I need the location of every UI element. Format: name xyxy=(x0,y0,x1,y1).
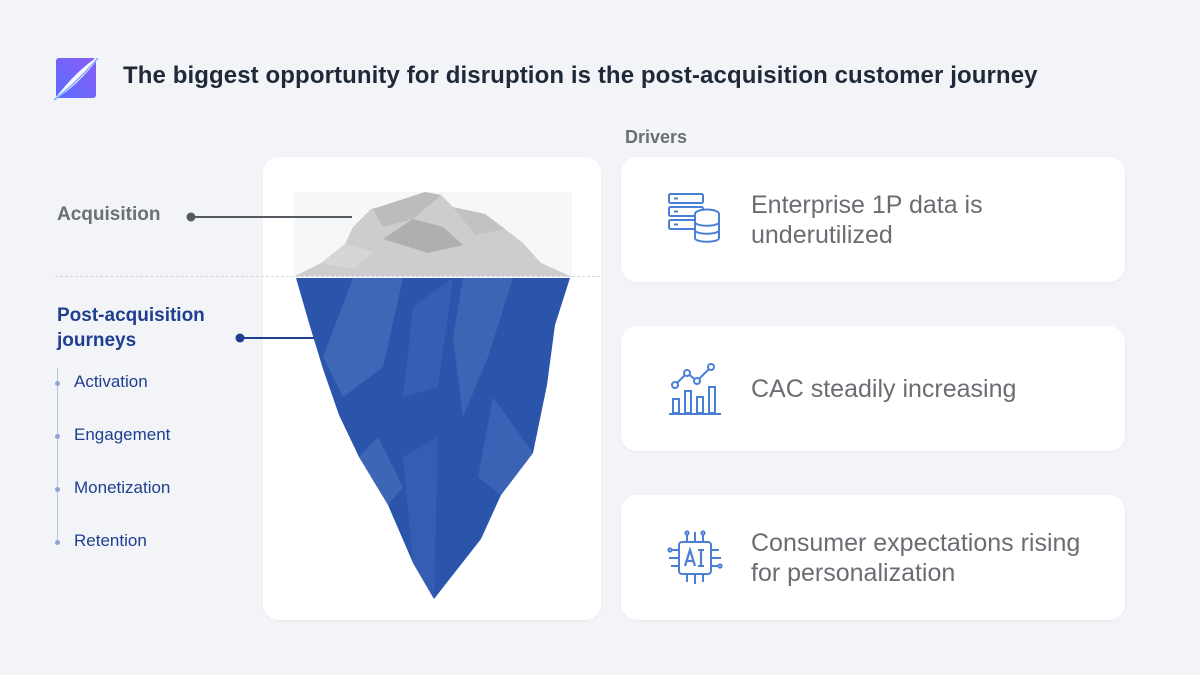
stage-bullet xyxy=(55,434,60,439)
stage-bullet xyxy=(55,540,60,545)
driver-text: CAC steadily increasing xyxy=(751,374,1017,403)
stage-label: Monetization xyxy=(74,478,171,497)
feather-logo-icon xyxy=(53,55,100,101)
stage-list-line xyxy=(57,368,58,544)
driver-card-cac: CAC steadily increasing xyxy=(621,326,1125,451)
acquisition-label: Acquisition xyxy=(57,204,161,225)
stage-label: Activation xyxy=(74,372,148,391)
driver-card-data: Enterprise 1P data is underutilized xyxy=(621,157,1125,282)
iceberg-card xyxy=(263,157,601,620)
stage-label: Retention xyxy=(74,531,147,550)
stage-bullet xyxy=(55,381,60,386)
driver-card-expectations: Consumer expectations rising for persona… xyxy=(621,495,1125,620)
drivers-heading: Drivers xyxy=(625,127,688,147)
stage-bullet xyxy=(55,487,60,492)
server-database-icon xyxy=(668,193,720,243)
iceberg-illustration xyxy=(294,192,572,599)
post-acquisition-label: Post-acquisition journeys xyxy=(57,305,205,351)
post-acquisition-connector xyxy=(235,333,314,343)
journey-stage-list: Activation Engagement Monetization Reten… xyxy=(52,362,252,562)
acquisition-connector xyxy=(186,212,352,222)
page-title: The biggest opportunity for disruption i… xyxy=(123,62,1038,89)
waterline xyxy=(55,276,600,277)
stage-label: Engagement xyxy=(74,425,171,444)
ai-chip-icon xyxy=(667,530,723,584)
driver-text: Enterprise 1P data is underutilized xyxy=(751,190,983,249)
driver-text: Consumer expectations rising for persona… xyxy=(751,528,1081,587)
rising-chart-icon xyxy=(669,363,721,415)
